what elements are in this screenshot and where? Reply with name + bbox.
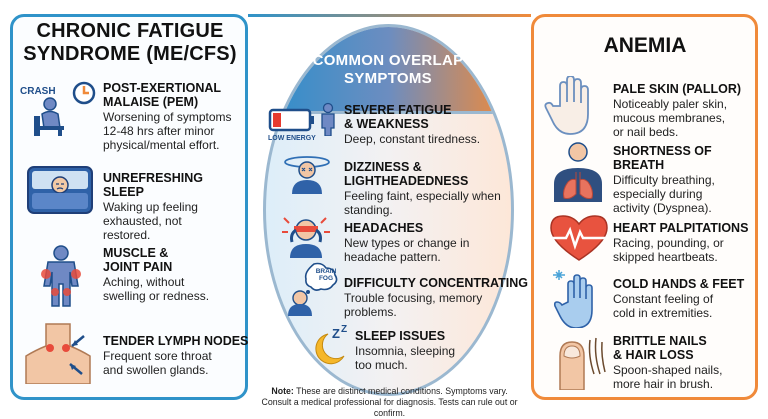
item-heading: SEVERE FATIGUE & WEAKNESS <box>344 103 452 131</box>
item-heading: POST-EXERTIONAL MALAISE (PEM) <box>103 81 221 109</box>
item-desc: Noticeably paler skin, mucous membranes,… <box>613 97 728 139</box>
item-headaches: HEADACHES New types or change in headach… <box>344 221 504 264</box>
item-heart-palpitations: HEART PALPITATIONS Racing, pounding, or … <box>613 221 758 264</box>
item-heading: HEADACHES <box>344 221 424 235</box>
item-sleep-issues: SLEEP ISSUES Insomnia, sleeping too much… <box>355 329 475 372</box>
item-heading: UNREFRESHING SLEEP <box>103 171 204 199</box>
item-heading: DIFFICULTY CONCENTRATING <box>344 276 529 290</box>
item-desc: Worsening of symptoms 12-48 hrs after mi… <box>103 110 232 152</box>
item-desc: Difficulty breathing, especially during … <box>613 173 715 215</box>
footer-text-1: These are distinct medical conditions. S… <box>293 386 508 396</box>
item-desc: Frequent sore throat and swollen glands. <box>103 349 212 377</box>
crash-label: CRASH <box>20 86 56 97</box>
overlap-divider <box>266 111 511 114</box>
body-pain-icon <box>41 245 81 307</box>
nail-hair-icon <box>559 337 606 390</box>
item-fatigue: SEVERE FATIGUE & WEAKNESS Deep, constant… <box>344 103 504 146</box>
item-desc: Trouble focusing, memory problems. <box>344 291 483 319</box>
footer-note-label: Note: <box>271 386 294 396</box>
item-heading: SLEEP ISSUES <box>355 329 446 343</box>
item-heading: BRITTLE NAILS & HAIR LOSS <box>613 334 707 362</box>
anemia-title: ANEMIA <box>603 34 687 57</box>
item-shortness-of-breath: SHORTNESS OF BREATH Difficulty breathing… <box>613 144 755 215</box>
footer-note: Note: These are distinct medical conditi… <box>248 386 531 419</box>
item-lymph-nodes: TENDER LYMPH NODES Frequent sore throat … <box>103 334 249 377</box>
footer-line-1: Note: These are distinct medical conditi… <box>248 386 531 397</box>
cfs-title: CHRONIC FATIGUE SYNDROME (ME/CFS) <box>23 20 237 65</box>
item-dizziness: DIZZINESS & LIGHTHEADEDNESS Feeling fain… <box>344 160 504 217</box>
item-heading: SHORTNESS OF BREATH <box>613 144 712 172</box>
neck-glands-icon <box>25 323 91 384</box>
item-concentrating: DIFFICULTY CONCENTRATING Trouble focusin… <box>344 276 529 319</box>
heart-pulse-icon <box>550 215 608 261</box>
item-desc: Aching, without swelling or redness. <box>103 275 210 303</box>
item-heading: PALE SKIN (PALLOR) <box>613 82 742 96</box>
low-energy-label: LOW ENERGY <box>268 135 316 142</box>
overlap-title: COMMON OVERLAP SYMPTOMS <box>312 52 464 87</box>
battery-low-icon <box>268 102 335 136</box>
lungs-icon <box>554 142 602 202</box>
pale-hand-icon <box>544 76 589 135</box>
overlap-ellipse <box>263 24 514 396</box>
item-cold-hands-feet: COLD HANDS & FEET Constant feeling of co… <box>613 277 755 320</box>
item-heading: TENDER LYMPH NODES <box>103 334 249 348</box>
svg-text:Z: Z <box>341 324 347 335</box>
item-heading: HEART PALPITATIONS <box>613 221 749 235</box>
panel-connector-line <box>248 14 531 17</box>
brain-fog-label: BRAIN FOG <box>315 268 337 282</box>
item-unrefreshing-sleep: UNREFRESHING SLEEP Waking up feeling exh… <box>103 171 245 242</box>
item-desc: Deep, constant tiredness. <box>344 132 481 146</box>
brain-fog-icon <box>288 262 338 316</box>
headache-icon <box>282 217 330 258</box>
bed-icon <box>27 166 93 214</box>
item-desc: Constant feeling of cold in extremities. <box>613 292 714 320</box>
item-desc: Feeling faint, especially when standing. <box>344 189 501 217</box>
overlap-header-band <box>266 27 511 111</box>
item-desc: Insomnia, sleeping too much. <box>355 344 456 372</box>
item-desc: Waking up feeling exhausted, not restore… <box>103 200 198 242</box>
moon-zzz-icon: Z Z <box>315 324 347 365</box>
item-pale-skin: PALE SKIN (PALLOR) Noticeably paler skin… <box>613 82 755 139</box>
dizzy-person-icon <box>284 156 330 194</box>
crash-clock-person-icon <box>34 81 96 136</box>
item-desc: Spoon-shaped nails, more hair in brush. <box>613 363 723 391</box>
item-heading: DIZZINESS & LIGHTHEADEDNESS <box>344 160 469 188</box>
item-brittle-nails: BRITTLE NAILS & HAIR LOSS Spoon-shaped n… <box>613 334 755 391</box>
item-desc: New types or change in headache pattern. <box>344 236 470 264</box>
item-heading: MUSCLE & JOINT PAIN <box>103 246 173 274</box>
item-desc: Racing, pounding, or skipped heartbeats. <box>613 236 724 264</box>
svg-text:Z: Z <box>332 326 340 341</box>
item-muscle-joint-pain: MUSCLE & JOINT PAIN Aching, without swel… <box>103 246 245 303</box>
footer-line-2: Consult a medical professional for diagn… <box>261 397 518 418</box>
item-heading: COLD HANDS & FEET <box>613 277 745 291</box>
item-pem: POST-EXERTIONAL MALAISE (PEM) Worsening … <box>103 81 245 152</box>
cold-hand-icon <box>553 270 593 328</box>
